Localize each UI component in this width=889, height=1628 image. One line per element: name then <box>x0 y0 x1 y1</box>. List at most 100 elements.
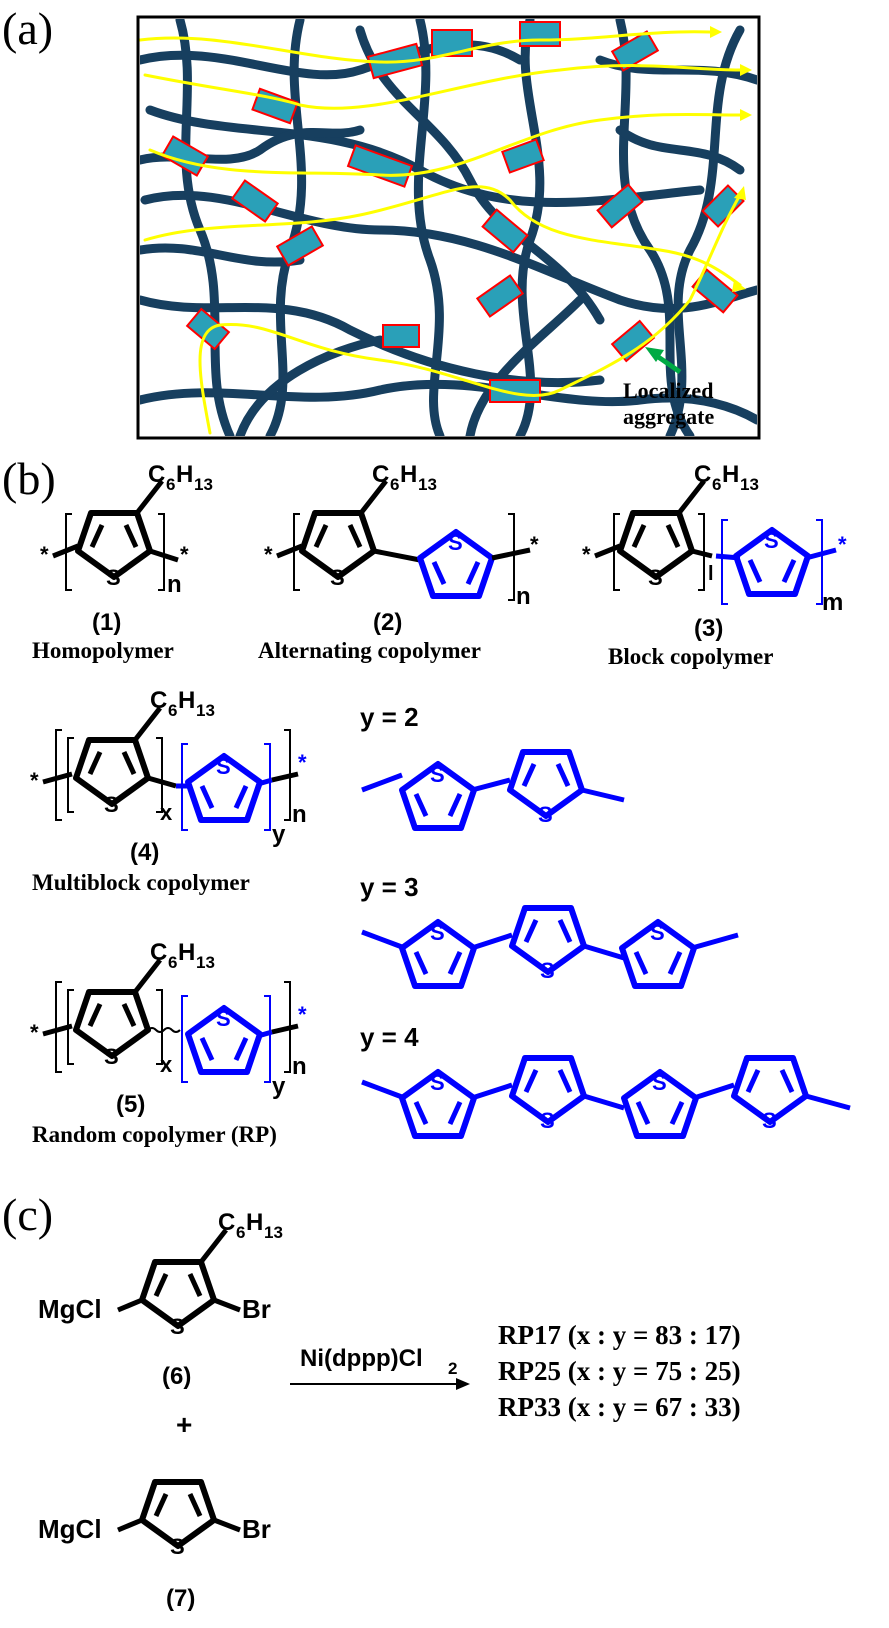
product-list: RP17 (x : y = 83 : 17) RP25 (x : y = 75 … <box>498 1320 741 1422</box>
oligomer-y2: y = 2 S S <box>360 702 625 828</box>
br-6: Br <box>242 1294 271 1324</box>
compound-5-number: (5) <box>116 1091 145 1118</box>
svg-text:*: * <box>838 532 847 557</box>
svg-text:H: H <box>722 461 739 488</box>
svg-text:13: 13 <box>740 475 759 494</box>
svg-text:H: H <box>178 687 195 714</box>
svg-text:13: 13 <box>264 1223 283 1242</box>
hexyl-sub2: 13 <box>194 475 213 494</box>
structure-random-copolymer: * S x S * n y C 6 H 13 (5) Random copoly… <box>30 939 307 1147</box>
reaction-arrow: Ni(dppp)Cl 2 <box>290 1345 470 1390</box>
product-rp25: RP25 (x : y = 75 : 25) <box>498 1356 741 1386</box>
oligomer-y4-label: y = 4 <box>360 1022 419 1052</box>
compound-3-name: Block copolymer <box>608 644 773 669</box>
plus-sign: + <box>176 1409 192 1440</box>
svg-text:S: S <box>216 1006 231 1031</box>
svg-text:n: n <box>292 1053 307 1080</box>
svg-text:13: 13 <box>418 475 437 494</box>
svg-text:y: y <box>272 1073 286 1100</box>
svg-text:S: S <box>430 1070 445 1095</box>
hexyl-c: C <box>148 461 165 488</box>
structure-block-copolymer: * S l S * m C 6 H 13 (3) Block copolymer <box>582 461 847 669</box>
svg-text:l: l <box>708 563 714 585</box>
svg-text:6: 6 <box>168 953 177 972</box>
panel-b-label: (b) <box>2 453 56 504</box>
svg-text:*: * <box>30 768 39 793</box>
svg-text:S: S <box>650 920 665 945</box>
oligomer-y3: y = 3 S S S <box>360 872 739 986</box>
monomer-7: S MgCl Br (7) <box>38 1482 271 1612</box>
svg-text:C: C <box>218 1209 235 1236</box>
svg-text:*: * <box>298 1002 307 1027</box>
svg-text:S: S <box>104 792 119 817</box>
hexyl-h: H <box>176 461 193 488</box>
svg-text:n: n <box>292 801 307 828</box>
compound-2-name: Alternating copolymer <box>258 638 481 663</box>
compound-4-number: (4) <box>130 839 159 866</box>
annotation-line2: aggregate <box>623 404 714 429</box>
compound-4-name: Multiblock copolymer <box>32 870 250 895</box>
svg-text:S: S <box>652 1070 667 1095</box>
svg-text:S: S <box>648 565 663 590</box>
compound-5-name: Random copolymer (RP) <box>32 1122 277 1147</box>
subscript-n: n <box>167 571 182 598</box>
svg-text:6: 6 <box>168 701 177 720</box>
oligomer-y2-label: y = 2 <box>360 702 419 732</box>
star-right: * <box>180 542 189 567</box>
br-7: Br <box>242 1514 271 1544</box>
oligomer-y4: y = 4 S S S S <box>360 1022 851 1136</box>
svg-text:H: H <box>400 461 417 488</box>
mgcl-6: MgCl <box>38 1294 102 1324</box>
monomer-6: S MgCl Br C 6 H 13 (6) <box>38 1209 283 1390</box>
compound-7-number: (7) <box>166 1585 195 1612</box>
compound-1-number: (1) <box>92 609 121 636</box>
svg-text:S: S <box>216 754 231 779</box>
svg-text:H: H <box>246 1209 263 1236</box>
svg-text:y: y <box>272 821 286 848</box>
svg-text:C: C <box>372 461 389 488</box>
svg-text:x: x <box>160 1052 173 1077</box>
svg-text:S: S <box>540 958 555 983</box>
svg-text:6: 6 <box>390 475 399 494</box>
svg-text:H: H <box>178 939 195 966</box>
compound-6-number: (6) <box>162 1363 191 1390</box>
catalyst-label: Ni(dppp)Cl <box>300 1345 423 1372</box>
svg-text:m: m <box>822 589 843 616</box>
panel-a-label: (a) <box>2 3 53 54</box>
polymer-network-image: Localized aggregate <box>136 15 761 440</box>
compound-2-number: (2) <box>373 609 402 636</box>
localized-aggregate-arrow <box>645 347 682 375</box>
svg-text:S: S <box>430 762 445 787</box>
panel-c-label: (c) <box>2 1189 53 1240</box>
svg-text:S: S <box>170 1534 185 1559</box>
compound-1-name: Homopolymer <box>32 638 174 663</box>
svg-text:6: 6 <box>712 475 721 494</box>
svg-text:13: 13 <box>196 953 215 972</box>
svg-text:S: S <box>430 920 445 945</box>
svg-text:*: * <box>298 750 307 775</box>
svg-text:S: S <box>540 1108 555 1133</box>
svg-text:S: S <box>764 528 779 553</box>
mgcl-7: MgCl <box>38 1514 102 1544</box>
svg-text:*: * <box>582 542 591 567</box>
svg-text:C: C <box>694 461 711 488</box>
svg-text:C: C <box>150 939 167 966</box>
structure-alternating-copolymer: * S S * n C 6 H 13 (2) Alternating copol… <box>258 461 539 663</box>
sulfur-label: S <box>106 565 121 590</box>
svg-text:*: * <box>264 542 273 567</box>
structure-homopolymer: * S * n C 6 H 13 (1) Homopolymer <box>32 461 213 663</box>
structure-multiblock-copolymer: * S x S * n y C 6 H 13 (4) Multiblock co… <box>30 687 307 895</box>
svg-text:6: 6 <box>236 1223 245 1242</box>
hexyl-sub1: 6 <box>166 475 175 494</box>
svg-text:S: S <box>330 565 345 590</box>
compound-3-number: (3) <box>694 615 723 642</box>
annotation-line1: Localized <box>623 378 713 403</box>
product-rp17: RP17 (x : y = 83 : 17) <box>498 1320 741 1350</box>
svg-text:S: S <box>104 1044 119 1069</box>
svg-text:*: * <box>30 1020 39 1045</box>
product-rp33: RP33 (x : y = 67 : 33) <box>498 1392 741 1422</box>
catalyst-subscript: 2 <box>448 1359 457 1378</box>
svg-text:S: S <box>762 1108 777 1133</box>
svg-text:S: S <box>170 1314 185 1339</box>
